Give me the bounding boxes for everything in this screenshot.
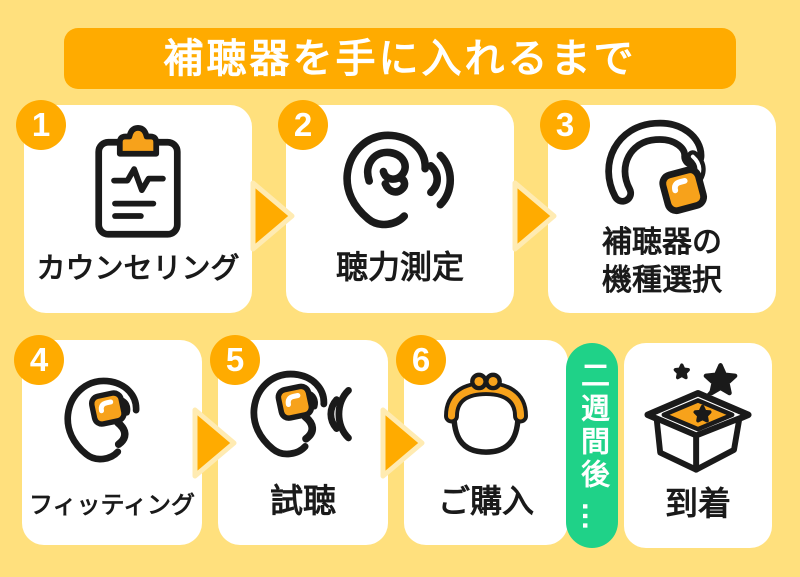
step-number-badge: 4	[14, 335, 64, 385]
step-label: 試聴	[270, 481, 336, 519]
step-label: ご購入	[437, 483, 534, 519]
step-card-purchase: 6 ご購入	[396, 335, 568, 545]
arrow-right-icon	[250, 180, 296, 252]
ear-with-hearing-aid-icon	[22, 340, 202, 491]
step-label: 到着	[665, 484, 731, 522]
interstitial-ellipsis: …	[576, 500, 609, 533]
ear-hearing-test-icon	[286, 105, 514, 247]
clipboard-icon	[24, 105, 252, 251]
coin-purse-icon	[404, 340, 568, 481]
step-card-arrival: 到着	[624, 343, 772, 548]
step-card-model-selection: 3 補聴器の 機種選択	[540, 100, 776, 313]
step-label: フィッティング	[28, 492, 196, 519]
step-number-badge: 1	[16, 100, 66, 150]
hearing-aid-icon	[548, 105, 776, 224]
title-banner: 補聴器を手に入れるまで	[64, 28, 736, 89]
step-number-badge: 6	[396, 335, 446, 385]
interstitial-pill: 二週間後 …	[566, 343, 618, 548]
step-number-badge: 2	[278, 100, 328, 150]
ear-listening-icon	[218, 340, 388, 480]
arrow-right-icon	[380, 407, 426, 479]
page-title: 補聴器を手に入れるまで	[163, 36, 637, 81]
arrow-right-icon	[512, 180, 558, 252]
step-card-hearing-test: 2 聴力測定	[278, 100, 514, 313]
step-number-badge: 5	[210, 335, 260, 385]
step-number-badge: 3	[540, 100, 590, 150]
step-label: 聴力測定	[335, 249, 464, 285]
step-label: 補聴器の 機種選択	[602, 226, 722, 297]
arrow-right-icon	[192, 407, 238, 479]
open-box-icon	[624, 343, 772, 483]
interstitial-label: 二週間後	[576, 359, 609, 492]
step-card-trial-listening: 5 試聴	[210, 335, 388, 545]
step-card-fitting: 4 フィッティング	[14, 335, 202, 545]
step-card-counseling: 1 カウンセリング	[16, 100, 252, 313]
step-label: カウンセリング	[36, 252, 240, 285]
